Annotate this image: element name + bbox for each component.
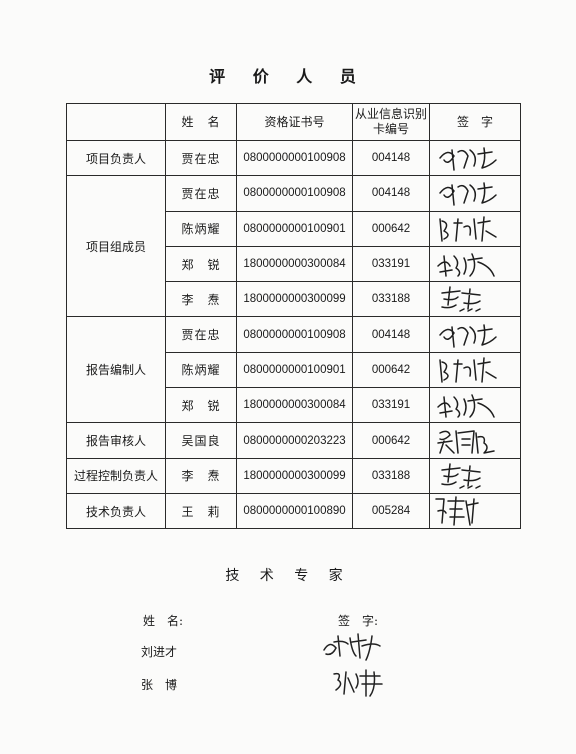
signature-chen: [439, 357, 497, 383]
header-row: 姓 名 资格证书号 从业信息识别卡编号 签 字: [66, 103, 521, 141]
card-cell: 004148: [352, 175, 430, 212]
name-cell: 陈炳耀: [165, 351, 237, 389]
role-cell: 报告编制人: [66, 316, 166, 424]
signature-jia: [439, 323, 497, 348]
signature-cell: [429, 422, 521, 459]
cert-cell: 1800000000300084: [236, 245, 353, 283]
signature-cell: [429, 139, 521, 177]
role-cell: 过程控制负责人: [66, 457, 166, 494]
header-cert: 资格证书号: [236, 103, 353, 141]
signature-zheng: [437, 253, 495, 277]
signature-zheng: [437, 394, 495, 418]
name-cell: 吴国良: [165, 422, 237, 459]
card-cell: 033191: [352, 387, 430, 424]
signature-cell: [429, 492, 521, 530]
name-cell: 贾在忠: [165, 316, 237, 353]
role-cell: 报告审核人: [66, 422, 166, 459]
card-cell: 004148: [352, 139, 430, 177]
page-title: 评 价 人 员: [209, 67, 367, 86]
card-cell: 004148: [352, 316, 430, 353]
signature-li: [441, 286, 481, 313]
signature-cell: [429, 281, 521, 318]
signature-cell: [429, 316, 521, 353]
cert-cell: 0800000000100908: [236, 316, 353, 353]
cert-cell: 0800000000100908: [236, 175, 353, 212]
signature-chen: [439, 215, 497, 242]
signature-cell: [429, 245, 521, 283]
name-cell: 贾在忠: [165, 175, 237, 212]
name-cell: 王 莉: [165, 492, 237, 530]
card-cell: 000642: [352, 422, 430, 459]
expert-name: 张 博: [141, 678, 178, 692]
signature-wang: [435, 496, 479, 526]
experts-name-label: 姓 名:: [143, 614, 184, 628]
expert-name: 刘进才: [141, 645, 178, 659]
signature-cell: [429, 387, 521, 424]
role-cell: 技术负责人: [66, 492, 166, 530]
cert-cell: 1800000000300084: [236, 387, 353, 424]
name-cell: 郑 锐: [165, 387, 237, 424]
header-card: 从业信息识别卡编号: [352, 103, 430, 141]
name-cell: 郑 锐: [165, 245, 237, 283]
signature-cell: [429, 175, 521, 212]
name-cell: 李 焘: [165, 281, 237, 318]
card-cell: 000642: [352, 210, 430, 247]
signature-jia: [439, 182, 497, 207]
cert-cell: 0800000000100901: [236, 351, 353, 389]
header-role: [66, 103, 166, 141]
cert-cell: 1800000000300099: [236, 281, 353, 318]
signature-jia: [439, 147, 497, 171]
header-name: 姓 名: [165, 103, 237, 141]
signature-cell: [429, 351, 521, 389]
name-cell: 李 焘: [165, 457, 237, 494]
name-cell: 陈炳耀: [165, 210, 237, 247]
signature-li: [441, 463, 481, 489]
role-cell: 项目负责人: [66, 139, 166, 177]
card-cell: 033188: [352, 457, 430, 494]
header-sign: 签 字: [429, 103, 521, 141]
role-cell: 项目组成员: [66, 175, 166, 318]
card-cell: 000642: [352, 351, 430, 389]
card-cell: 005284: [352, 492, 430, 530]
signature-liu: [323, 633, 381, 661]
card-cell: 033188: [352, 281, 430, 318]
cert-cell: 0800000000100908: [236, 139, 353, 177]
signature-wu: [437, 429, 495, 454]
cert-cell: 0800000000100901: [236, 210, 353, 247]
cert-cell: 1800000000300099: [236, 457, 353, 494]
signature-cell: [429, 457, 521, 494]
experts-title: 技 术 专 家: [225, 568, 351, 584]
cert-cell: 0800000000100890: [236, 492, 353, 530]
card-cell: 033191: [352, 245, 430, 283]
name-cell: 贾在忠: [165, 139, 237, 177]
signature-cell: [429, 210, 521, 247]
cert-cell: 0800000000203223: [236, 422, 353, 459]
experts-sign-label: 签 字:: [338, 614, 379, 628]
signature-zhang: [333, 669, 383, 697]
